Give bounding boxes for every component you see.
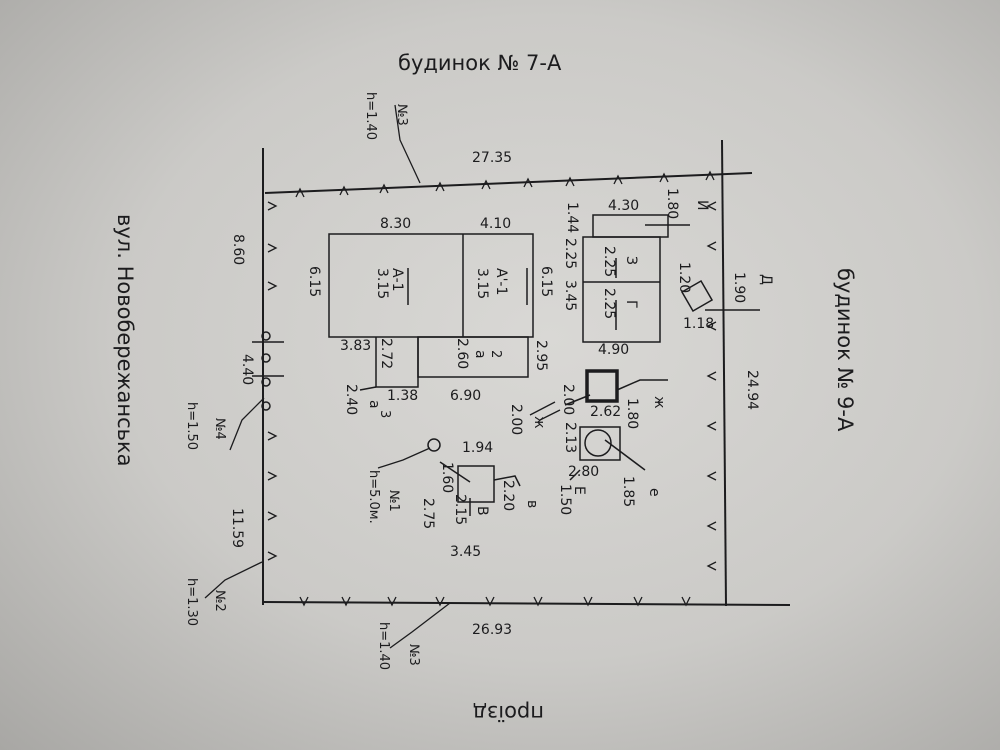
house-depth-right: 6.15 [538,266,554,297]
porch-width: 1.38 [387,388,418,404]
outbuildings [427,214,760,516]
bldg-v-height: 2.15 [452,494,468,525]
bldg-zh-depth: 2.00 [560,384,576,415]
bldg-z-name: З [623,256,639,265]
point-h-1: h=5.0м. [366,470,381,524]
bldg-v-name: В [474,506,490,516]
house-a1b-height: 3.15 [474,268,490,299]
dim-left-top: 8.60 [230,234,246,265]
dim-right-top: 1.90 [731,272,747,303]
main-house [328,233,534,391]
bldg-v-bottom-width: 3.45 [450,544,481,560]
bldg-v-depth: 1.60 [439,462,455,493]
bldg-zh-width: 2.62 [590,404,621,420]
point-no-bottom: №3 [406,644,421,666]
porch-name: а [366,400,382,409]
bldg-g-width: 4.90 [598,342,629,358]
bldg-i-height: 1.80 [664,188,680,219]
neighbor-right-label: будинок № 9-А [833,268,857,432]
extension-a2 [417,336,529,378]
point-h-top: h=1.40 [363,92,378,140]
point-h-bottom: h=1.40 [376,622,391,670]
ext-name: а [472,350,488,359]
bldg-i-name: И [694,200,710,210]
point-h-4: h=1.50 [184,402,199,450]
building-zh [585,369,619,403]
boundary-right [721,139,727,607]
bldg-e-depth: 2.13 [562,422,578,453]
house-total-width: 6.90 [450,388,481,404]
dim-left-bottom: 11.59 [229,508,245,548]
bldg-i-width: 4.30 [608,198,639,214]
bldg-d-depth: 1.18 [683,316,714,332]
bldg-v-bottom-depth: 2.75 [420,498,436,529]
bldg-E-name: Е [571,486,587,495]
building-i [592,214,669,238]
house-width-left: 8.30 [380,216,411,232]
bldg-z-height: 2.25 [601,246,617,277]
well-icon [584,429,612,457]
bldg-g-depth: 3.45 [562,280,578,311]
house-a1-height: 3.15 [374,268,390,299]
bldg-zh-side: 2.00 [508,404,524,435]
bldg-d-name: Д [758,274,774,285]
dim-right: 24.94 [744,370,760,410]
point-no-top: №3 [394,104,409,126]
bldg-zh-label2: ж [531,416,547,429]
bldg-g-name: Г [623,300,639,309]
porch-depth: 2.40 [343,384,359,415]
bldg-zh-height: 1.80 [624,398,640,429]
street-label: вул. Новобережанська [113,214,137,467]
gate-post-icon [261,401,271,411]
building-d [680,279,714,313]
property-boundary [262,139,791,607]
house-a1-name: А-1 [389,268,405,292]
bldg-d-width: 1.20 [676,262,692,293]
dim-left-mid: 4.40 [239,354,255,385]
boundary-bottom [262,601,791,606]
neighbor-top-label: будинок № 7-А [398,51,562,75]
gate-post-icon [261,353,271,363]
bldg-e-width: 2.80 [568,464,599,480]
point-no-1: №1 [386,490,401,512]
ext-superscript: 2 [488,350,503,358]
pole-icon [427,438,441,452]
bldg-v-width: 1.94 [462,440,493,456]
point-h-2: h=1.30 [184,578,199,626]
bldg-e-height: 1.85 [620,476,636,507]
dim-bottom: 26.93 [472,622,512,638]
bottom-road-label: проїзд [473,701,544,725]
ext-width: 3.83 [340,338,371,354]
boundary-top [264,172,753,194]
house-width-right: 4.10 [480,216,511,232]
ext-height: 2.60 [454,338,470,369]
bldg-z-depth: 2.25 [562,238,578,269]
building-v [457,465,495,503]
bldg-v-side: 2.20 [500,480,516,511]
bldg-E-height: 1.50 [557,484,573,515]
porch-superscript: 3 [377,410,392,418]
building-z-g [582,236,661,343]
bldg-g-height: 2.25 [601,288,617,319]
bldg-zh-name: ж [651,396,667,409]
bldg-e-name: е [646,488,662,497]
ext-depth: 2.72 [378,338,394,369]
house-a1b-name: А'-1 [493,268,509,295]
gate [252,331,284,411]
bldg-v-sub: в [524,500,540,508]
dim-top: 27.35 [472,150,512,166]
building-e [579,426,621,461]
fence-marks [267,170,717,607]
point-no-4: №4 [212,418,227,440]
bldg-i-depth: 1.44 [564,202,580,233]
ext-right: 2.95 [533,340,549,371]
gate-post-icon [261,331,271,341]
gate-post-icon [261,377,271,387]
point-no-2: №2 [212,590,227,612]
house-depth-left: 6.15 [306,266,322,297]
leader-lines [204,104,561,649]
